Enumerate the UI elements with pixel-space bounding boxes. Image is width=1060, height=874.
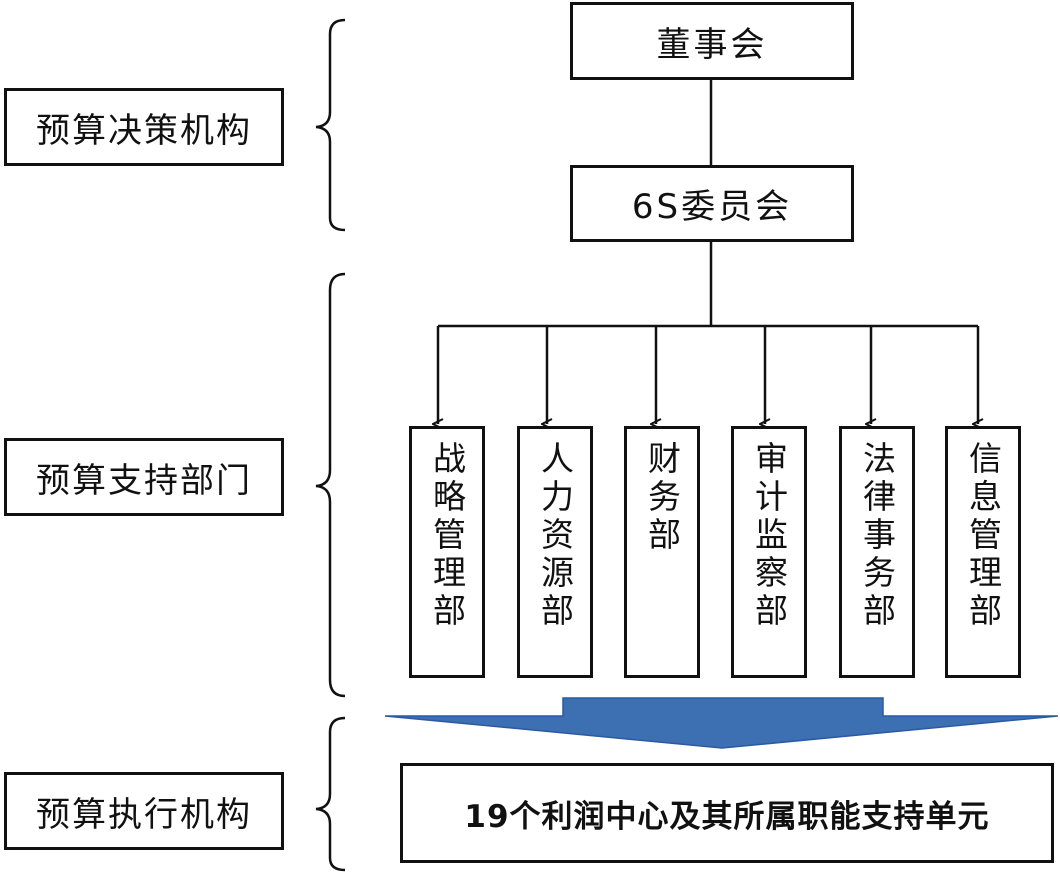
level-support-label: 预算支持部门 (36, 460, 252, 501)
level-execution-label: 预算执行机构 (36, 794, 252, 835)
level-decision: 预算决策机构 (4, 88, 284, 166)
big-down-arrow (384, 697, 1059, 749)
committee-label: 6S委员会 (631, 187, 793, 227)
board-label: 董事会 (656, 24, 768, 65)
level-execution: 预算执行机构 (4, 772, 284, 850)
dept-hr: 人力资源部 (517, 426, 593, 678)
dept-label: 法律事务部 (857, 441, 897, 631)
level-support: 预算支持部门 (4, 438, 284, 516)
brace-decision (315, 18, 346, 232)
brace-support (315, 272, 346, 698)
dept-it: 信息管理部 (945, 426, 1021, 678)
brace-execution (315, 716, 346, 872)
level-decision-label: 预算决策机构 (36, 110, 252, 151)
dept-label: 信息管理部 (963, 441, 1003, 631)
board-node: 董事会 (570, 2, 854, 80)
dept-legal: 法律事务部 (839, 426, 915, 678)
dept-audit: 审计监察部 (731, 426, 807, 678)
execution-units-node: 19个利润中心及其所属职能支持单元 (400, 763, 1054, 863)
dept-label: 人力资源部 (535, 441, 575, 631)
execution-units-label: 19个利润中心及其所属职能支持单元 (464, 798, 990, 835)
dept-finance: 财务部 (624, 426, 700, 678)
dept-strategy: 战略管理部 (409, 426, 485, 678)
committee-node: 6S委员会 (570, 165, 854, 242)
dept-label: 财务部 (642, 441, 682, 555)
dept-label: 审计监察部 (749, 441, 789, 631)
dept-label: 战略管理部 (427, 441, 467, 631)
